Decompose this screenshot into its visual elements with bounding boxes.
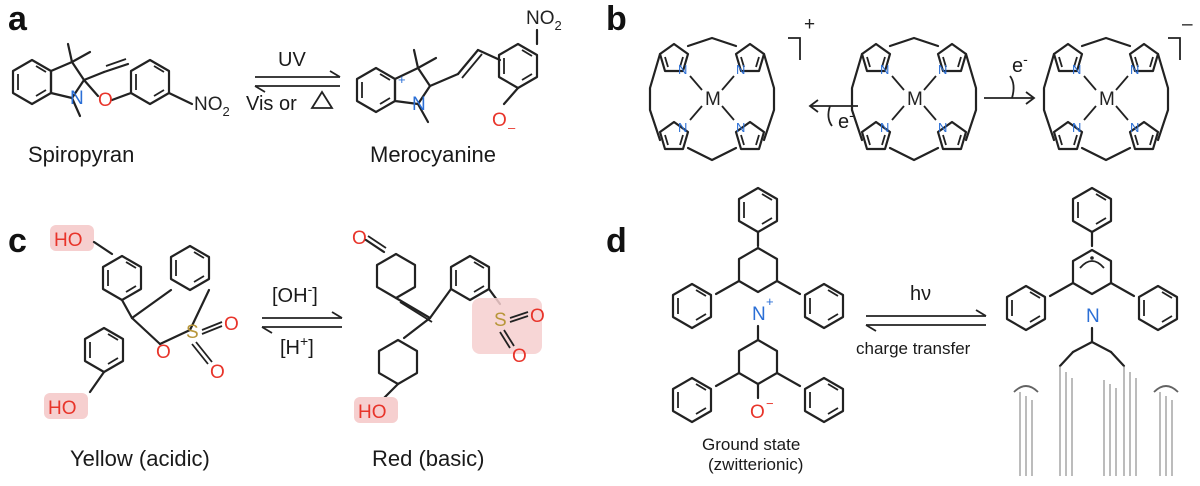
oxidation-electron-label: e- [838, 107, 854, 133]
arrow-label-proton: [H+] [280, 333, 314, 359]
phenol-red-basic-structure: O HO S O O Red (basic) [352, 228, 545, 471]
merocyanine-caption: Merocyanine [370, 142, 496, 167]
sulfonate-oxygen-b: O [512, 346, 527, 367]
n-atom: N [880, 62, 889, 77]
hydroxyl-bottom: HO [48, 398, 77, 419]
radical-nitrogen: N [1086, 306, 1100, 327]
n-atom: N [1072, 120, 1081, 135]
pyridinium-phenolate-structure: N + O − Ground state (zwitterionic) [671, 186, 845, 474]
metal-center-neutral: M [907, 89, 923, 110]
n-atom: N [1130, 62, 1139, 77]
phenol-red-acidic-structure: HO HO O S O O Yellow (acidic) [44, 225, 239, 471]
cation-charge: + [804, 14, 815, 35]
porphyrin-neutral: M N N N N [850, 36, 978, 162]
red-basic-caption: Red (basic) [372, 446, 484, 471]
panel-letter-a: a [8, 0, 28, 38]
merocyanine-minus: – [508, 120, 516, 135]
hydroxyl-basic: HO [358, 402, 387, 423]
panel-letter-b: b [606, 0, 627, 38]
highlight-ho-top [50, 225, 94, 251]
merocyanine-nitro-label: NO2 [526, 8, 562, 33]
panel-b: b M N N N N + e- [606, 0, 1193, 162]
n-atom: N [678, 120, 687, 135]
n-atom: N [1072, 62, 1081, 77]
faded-lower-fragment [1013, 366, 1179, 476]
sulfur-atom-basic: S [494, 310, 507, 331]
equilibrium-arrow-d: hν charge transfer [856, 283, 987, 358]
n-atom: N [736, 62, 745, 77]
phenolate-oxygen: O [750, 402, 765, 423]
panel-c: c HO HO O S O O Yellow (acidic) [8, 222, 545, 471]
sulfonyl-oxygen-b: O [210, 362, 225, 383]
equilibrium-arrow-a: UV Vis or [246, 49, 341, 115]
highlight-ho-basic [354, 397, 398, 423]
spiropyran-structure: N O NO2 Spiropyran [11, 42, 230, 167]
spiropyran-caption: Spiropyran [28, 142, 134, 167]
arrow-label-photon: hν [910, 283, 931, 305]
pyridinium-nitrogen: N [752, 304, 766, 325]
anion-charge: – [1182, 14, 1193, 35]
spiropyran-nitro-label: NO2 [194, 94, 230, 119]
n-atom: N [938, 120, 947, 135]
zwitterionic-caption: (zwitterionic) [708, 455, 803, 474]
n-atom: N [880, 120, 889, 135]
merocyanine-nitrogen: N [412, 94, 426, 115]
n-atom: N [938, 62, 947, 77]
arrow-label-uv: UV [278, 49, 306, 71]
highlight-ho-bottom [44, 393, 88, 419]
spiropyran-oxygen: O [98, 90, 113, 111]
sulfonyl-oxygen-a: O [224, 314, 239, 335]
porphyrin-cation: M N N N N [648, 36, 776, 162]
porphyrin-anion: M N N N N [1042, 36, 1170, 162]
pyridinium-plus: + [766, 294, 774, 309]
ring-oxygen: O [156, 342, 171, 363]
n-atom: N [678, 62, 687, 77]
metal-center-anion: M [1099, 89, 1115, 110]
phenolate-minus: − [766, 396, 774, 411]
metal-center-cation: M [705, 89, 721, 110]
radical-dot [1090, 256, 1094, 260]
oxidation-arrow: e- [808, 99, 858, 133]
n-atom: N [736, 120, 745, 135]
quinone-oxygen: O [352, 228, 367, 249]
reduction-arrow: e- [984, 51, 1036, 105]
equilibrium-arrow-c: [OH-] [H+] [261, 281, 343, 359]
merocyanine-oxygen: O [492, 110, 507, 131]
panel-d: d N + O − Ground state (zwitterionic) [606, 186, 1179, 476]
panel-letter-c: c [8, 222, 27, 260]
panel-a: a N O NO2 Spiropyran UV V [8, 0, 562, 167]
arrow-label-charge-transfer: charge transfer [856, 339, 971, 358]
heat-triangle-icon [310, 90, 334, 109]
hydroxyl-top: HO [54, 230, 83, 251]
arrow-label-vis: Vis or [246, 93, 297, 115]
merocyanine-plus: + [398, 72, 406, 87]
n-atom: N [1130, 120, 1139, 135]
highlight-sulfonate [472, 298, 542, 354]
arrow-label-hydroxide: [OH-] [272, 281, 318, 307]
yellow-acidic-caption: Yellow (acidic) [70, 446, 210, 471]
merocyanine-structure: N + O – NO2 Merocyanine [355, 8, 562, 167]
spiropyran-nitrogen: N [70, 88, 84, 109]
ground-state-caption: Ground state [702, 435, 800, 454]
sulfur-atom-acidic: S [186, 322, 199, 343]
charge-transfer-structure: N [1005, 186, 1179, 476]
sulfonate-oxygen-a: O [530, 306, 545, 327]
reduction-electron-label: e- [1012, 51, 1028, 77]
panel-letter-d: d [606, 222, 627, 260]
